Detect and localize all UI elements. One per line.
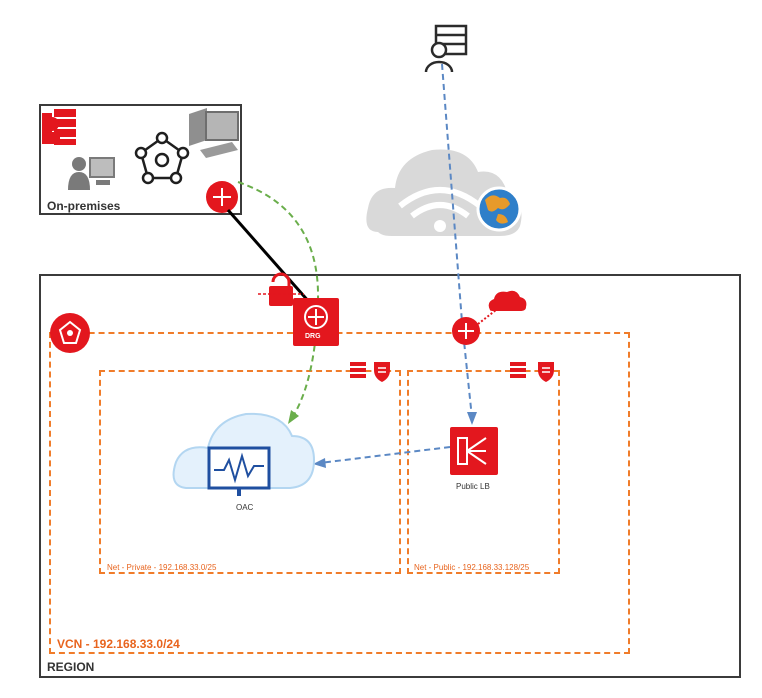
user-workstation-icon (68, 157, 115, 190)
cloud-icon (488, 290, 527, 311)
private-subnet-label: Net - Private - 192.168.33.0/25 (107, 563, 217, 572)
desktop-computer-icon (189, 108, 239, 158)
oac-label: OAC (236, 503, 254, 512)
lb-to-oac-flow (319, 446, 451, 464)
public-lb-label: Public LB (456, 482, 490, 491)
region-label: REGION (47, 660, 95, 674)
on-premises-box (39, 104, 242, 215)
internet-to-lb-flow (441, 63, 473, 419)
on-premises-servers-icon (42, 109, 76, 145)
vpn-lock-icon (258, 272, 304, 306)
drg-label: DRG (305, 333, 321, 340)
private-subnet-box (99, 370, 401, 574)
on-premises-label: On-premises (47, 199, 121, 213)
internet-gateway-icon (452, 309, 497, 345)
vcn-icon (50, 313, 90, 353)
vcn-box (49, 332, 630, 654)
security-list-icon (538, 362, 554, 382)
region-box (39, 274, 741, 678)
user-server-icon (424, 24, 468, 73)
fastconnect-link (226, 209, 312, 304)
vcn-label: VCN - 192.168.33.0/24 (57, 637, 180, 651)
drg-icon (293, 298, 339, 346)
cpe-router-icon (206, 181, 238, 213)
public-subnet-label: Net - Public - 192.168.33.128/25 (414, 563, 530, 572)
load-balancer-icon (450, 427, 498, 475)
route-table-icon (510, 362, 526, 378)
public-subnet-box (407, 370, 560, 574)
security-list-icon (374, 362, 390, 382)
network-hub-icon (134, 131, 190, 185)
route-table-icon (350, 362, 366, 378)
internet-cloud-icon (366, 149, 522, 236)
oac-cloud-icon (172, 412, 316, 496)
